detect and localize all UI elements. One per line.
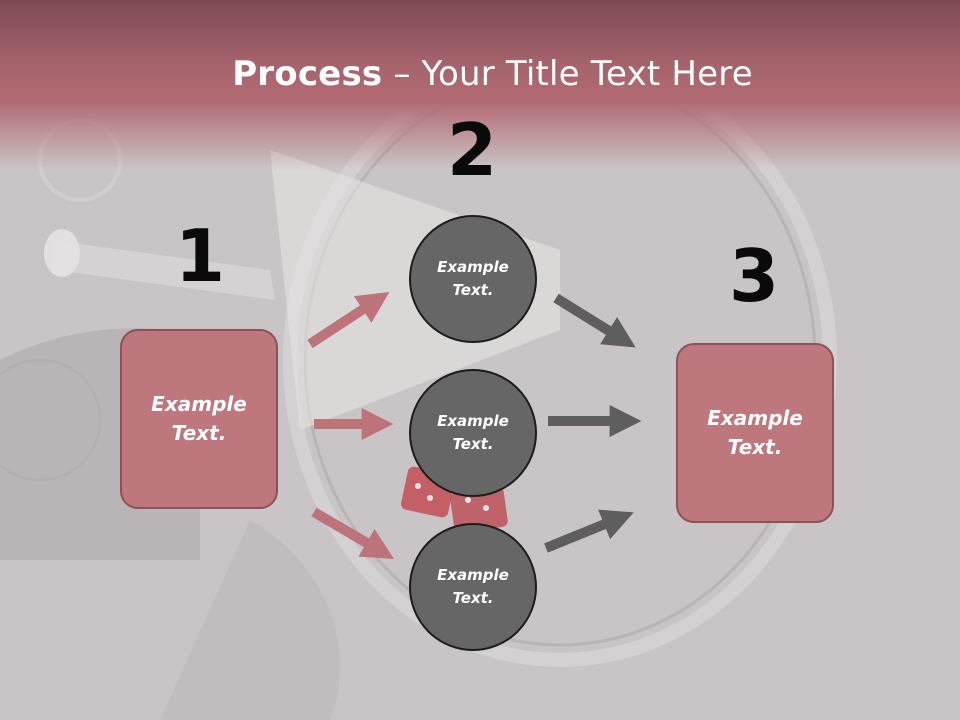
step-3-box: Example Text. <box>676 343 834 523</box>
step-2-circle-middle: Example Text. <box>409 369 537 497</box>
step-1-number: 1 <box>174 214 226 298</box>
step-2-circle-bottom: Example Text. <box>409 523 537 651</box>
arrow-1-to-2c <box>311 507 395 559</box>
step-3-number: 3 <box>728 234 780 318</box>
step-2-text-bottom: Example Text. <box>437 566 509 607</box>
header-band <box>0 0 960 170</box>
step-1-box: Example Text. <box>120 329 278 509</box>
title-bold: Process <box>232 54 383 94</box>
title-rest: – Your Title Text Here <box>382 54 753 94</box>
step-2-number: 2 <box>446 108 498 192</box>
arrow-2a-to-3 <box>553 293 636 348</box>
arrow-1-to-2a <box>307 291 390 349</box>
arrow-2c-to-3 <box>544 509 634 553</box>
slide-title: Process – Your Title Text Here <box>0 52 960 96</box>
step-2-text-top: Example Text. <box>437 258 509 299</box>
step-1-text: Example Text. <box>151 392 247 445</box>
step-2-text-middle: Example Text. <box>437 412 509 453</box>
step-2-circle-top: Example Text. <box>409 215 537 343</box>
step-3-text: Example Text. <box>707 406 803 459</box>
